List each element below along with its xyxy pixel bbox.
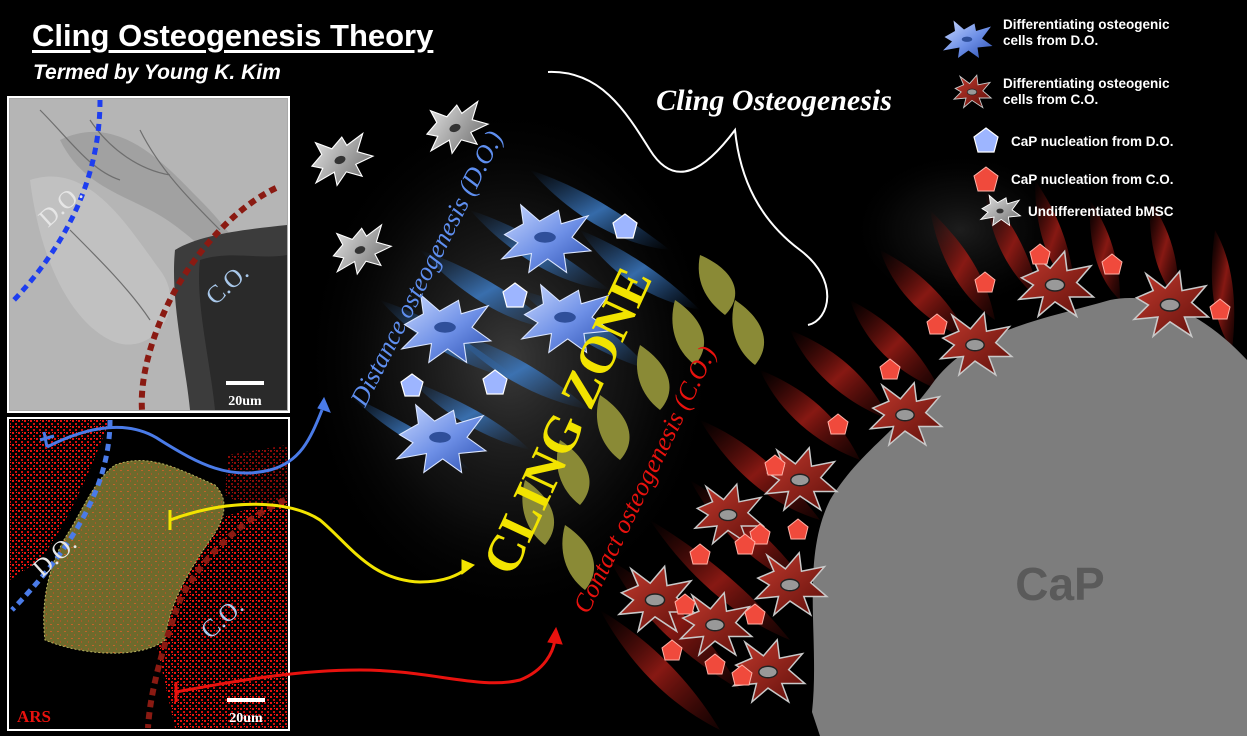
ars-stain-label: ARS: [17, 707, 51, 726]
blue-cell-icon: [943, 21, 993, 59]
legend-text: Differentiating osteogenic: [1003, 76, 1170, 92]
figure-title: Cling Osteogenesis Theory: [32, 18, 433, 54]
bottom-scale-label: 20um: [229, 711, 263, 726]
legend-text: cells from C.O.: [1003, 92, 1170, 108]
red-cell-icon: [954, 75, 991, 107]
legend-item-bmsc: Undifferentiated bMSC: [1028, 204, 1174, 220]
cap-label: CaP: [1015, 558, 1104, 610]
top-scale-label: 20um: [228, 394, 262, 409]
figure-subtitle: Termed by Young K. Kim: [33, 61, 281, 85]
legend-item-do-cells: Differentiating osteogenic cells from D.…: [1003, 17, 1170, 49]
legend-text: cells from D.O.: [1003, 33, 1170, 49]
legend-item-co-cells: Differentiating osteogenic cells from C.…: [1003, 76, 1170, 108]
legend-item-do-nucleation: CaP nucleation from D.O.: [1011, 134, 1174, 150]
cling-osteogenesis-label: Cling Osteogenesis: [656, 84, 892, 117]
legend-item-co-nucleation: CaP nucleation from C.O.: [1011, 172, 1174, 188]
legend-text: Differentiating osteogenic: [1003, 17, 1170, 33]
blue-pentagon-icon: [974, 128, 998, 152]
micrograph-top: D.O. C.O. 20um: [8, 97, 289, 412]
micrograph-bottom: D.O. C.O. 20um ARS: [8, 418, 289, 730]
cap-mass: [812, 298, 1247, 736]
